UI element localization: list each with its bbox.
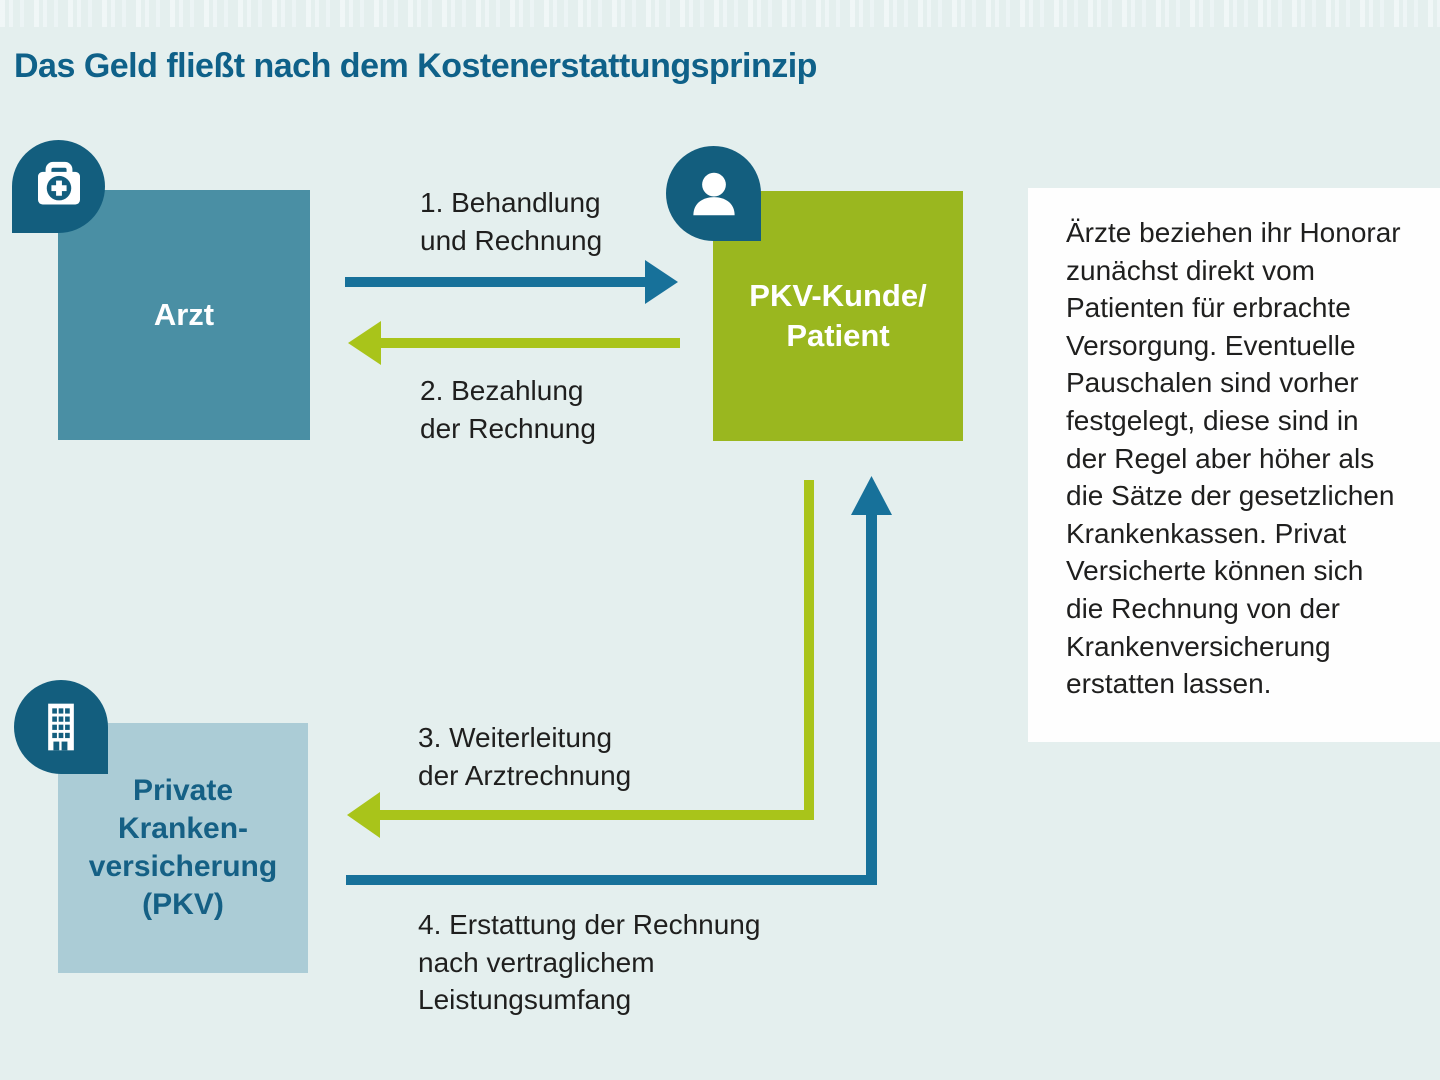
decorative-top-pattern (0, 0, 1440, 27)
arrow-behandlung-icon (345, 260, 678, 304)
node-patient-label: PKV-Kunde/ Patient (749, 278, 927, 353)
info-box: Ärzte beziehen ihr Honorar zunächst dire… (1028, 188, 1440, 742)
arrow-bezahlung-icon (348, 321, 680, 365)
node-pkv-label: Private Kranken- versicherung (PKV) (88, 774, 278, 921)
person-icon (666, 146, 761, 241)
node-pkv: Private Kranken- versicherung (PKV) (58, 723, 308, 973)
flow-label-bezahlung: 2. Bezahlung der Rechnung (420, 375, 596, 444)
page-title: Das Geld fließt nach dem Kostenerstattun… (14, 47, 817, 85)
building-icon (14, 680, 108, 774)
info-box-text: Ärzte beziehen ihr Honorar zunächst dire… (1066, 217, 1401, 700)
flow-label-erstattung: 4. Erstattung der Rechnung nach vertragl… (418, 909, 761, 1015)
node-arzt: Arzt (58, 190, 310, 440)
flow-label-behandlung: 1. Behandlung und Rechnung (420, 187, 603, 256)
node-arzt-label: Arzt (153, 297, 215, 332)
arrow-erstattung-icon (346, 476, 892, 885)
flow-label-weiterleitung: 3. Weiterleitung der Arztrechnung (418, 722, 632, 791)
medical-bag-icon (12, 140, 105, 233)
